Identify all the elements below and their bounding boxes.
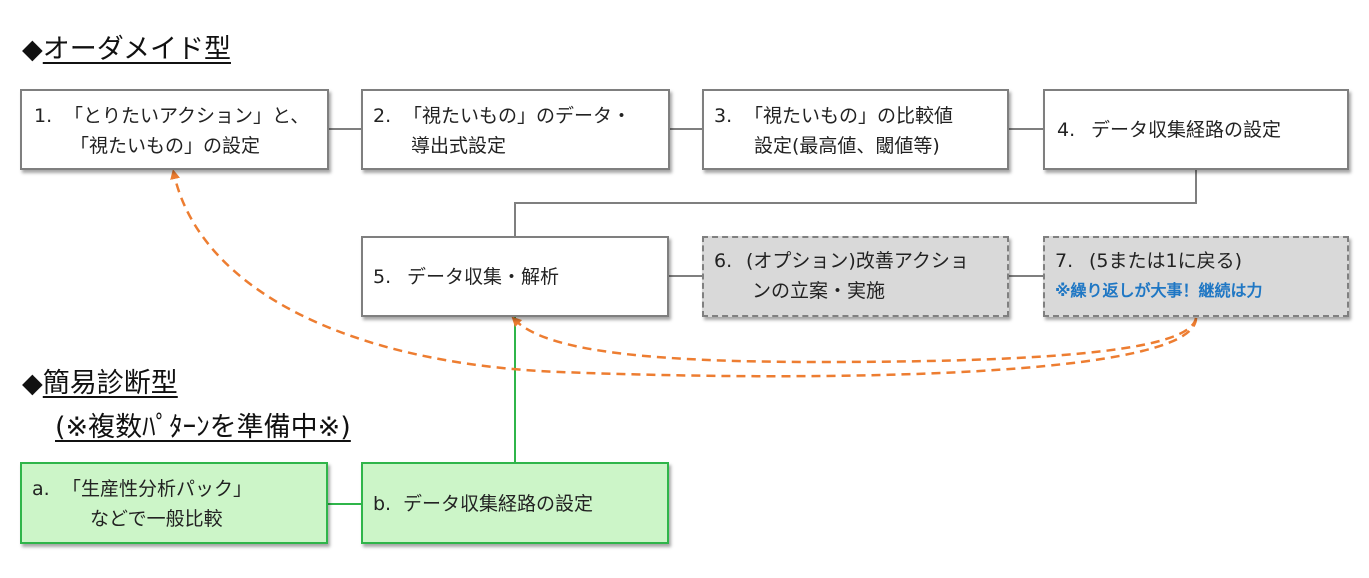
custom-heading: ◆オーダメイド型	[22, 32, 231, 68]
step-number: b.	[373, 493, 392, 515]
step-a-box: a. 「生産性分析パック」 などで一般比較	[20, 462, 328, 544]
diamond-icon: ◆	[22, 34, 43, 65]
step-number: 7.	[1055, 250, 1074, 272]
step-number: a.	[32, 478, 50, 500]
step-number: 3.	[714, 105, 733, 127]
step-b-box: b. データ収集経路の設定	[361, 462, 669, 544]
simple-heading-sub: (※複数ﾊﾟﾀｰﾝを準備中※)	[55, 410, 351, 446]
step-1-box: 1. 「とりたいアクション」と、 「視たいもの」の設定	[20, 89, 329, 170]
step-label-line2: ンの立案・実施	[752, 280, 886, 302]
step-3-box: 3. 「視たいもの」の比較値 設定(最高値、閾値等)	[702, 89, 1009, 170]
step-number: 4.	[1057, 119, 1076, 141]
step-number: 2.	[373, 105, 392, 127]
step-label-line2: 「視たいもの」の設定	[70, 135, 261, 157]
step-label-line2: などで一般比較	[90, 508, 223, 530]
step-label-line1: (オプション)改善アクショ	[746, 250, 969, 272]
simple-heading: ◆簡易診断型	[22, 366, 178, 402]
step-label-line1: 「とりたいアクション」と、	[64, 105, 310, 127]
custom-heading-text: オーダメイド型	[42, 34, 231, 65]
step-label-line1: 「視たいもの」のデータ・	[403, 105, 632, 127]
simple-heading-text: 簡易診断型	[42, 368, 178, 399]
step-2-box: 2. 「視たいもの」のデータ・ 導出式設定	[361, 89, 670, 170]
step-6-box: 6. (オプション)改善アクショ ンの立案・実施	[702, 236, 1009, 317]
diamond-icon: ◆	[22, 368, 43, 399]
step-label-line1: データ収集経路の設定	[403, 493, 594, 515]
step-label-line2: 導出式設定	[411, 135, 507, 157]
step-label-line1: 「視たいもの」の比較値	[744, 105, 954, 127]
simple-heading-subtext: (※複数ﾊﾟﾀｰﾝを準備中※)	[55, 412, 351, 443]
step-label-line1: データ収集・解析	[407, 266, 560, 288]
step-label-line1: データ収集経路の設定	[1091, 119, 1282, 141]
step-7-note: ※繰り返しが大事！継続は力	[1055, 281, 1263, 300]
step-label-line1: (5または1に戻る)	[1089, 250, 1243, 272]
loop-arrow-to-1	[170, 169, 1198, 378]
step-5-box: 5. データ収集・解析	[361, 236, 669, 317]
step-7-box: 7. (5または1に戻る) ※繰り返しが大事！継続は力	[1043, 236, 1349, 317]
step-number: 5.	[373, 266, 392, 288]
step-label-line1: 「生産性分析パック」	[62, 478, 253, 500]
step-number: 1.	[34, 105, 53, 127]
step-4-box: 4. データ収集経路の設定	[1043, 89, 1349, 170]
loop-arrow-to-5	[511, 316, 1198, 364]
step-number: 6.	[714, 250, 733, 272]
connector-4-5	[514, 170, 1197, 236]
step-label-line2: 設定(最高値、閾値等)	[754, 135, 940, 157]
